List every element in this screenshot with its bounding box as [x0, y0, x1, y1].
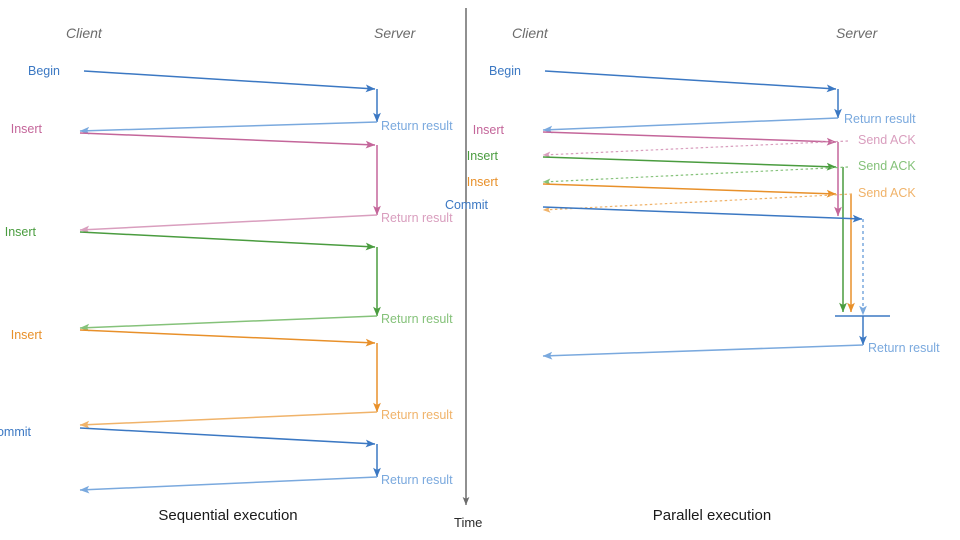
message-insert1-ack — [542, 140, 849, 158]
message-insert2-ack — [542, 166, 849, 185]
message-label-insert2-request: Insert — [5, 225, 37, 239]
message-commit-return — [542, 344, 864, 360]
lane-header-client: Client — [66, 25, 103, 41]
message-label-insert2-request: Insert — [467, 149, 499, 163]
message-label-insert1-ack: Send ACK — [858, 133, 916, 147]
message-label-insert2-ack: Send ACK — [858, 159, 916, 173]
message-insert3-request — [79, 329, 376, 347]
message-label-commit-request: Commit — [445, 198, 489, 212]
message-label-insert1-request: Insert — [11, 122, 43, 136]
lane-header-client: Client — [512, 25, 549, 41]
panel-caption: Parallel execution — [653, 507, 771, 524]
message-label-insert3-ack: Send ACK — [858, 186, 916, 200]
lane-header-server: Server — [374, 25, 417, 41]
message-insert2-request — [542, 156, 837, 171]
time-axis-label: Time — [454, 515, 482, 530]
message-insert3-return — [79, 411, 378, 429]
message-label-insert3-return: Return result — [381, 408, 453, 422]
message-insert2-request — [79, 231, 376, 251]
message-commit-request — [79, 427, 376, 448]
message-label-insert2-return: Return result — [381, 312, 453, 326]
lane-header-server: Server — [836, 25, 879, 41]
message-insert1-request — [542, 131, 837, 146]
message-label-begin-return: Return result — [844, 112, 916, 126]
message-label-commit-return: Return result — [868, 341, 940, 355]
message-label-insert3-request: Insert — [467, 175, 499, 189]
message-begin-return — [542, 117, 839, 134]
message-label-insert1-return: Return result — [381, 211, 453, 225]
message-insert1-request — [79, 132, 376, 149]
message-insert1-return — [79, 214, 378, 234]
message-insert3-request — [542, 183, 837, 198]
panel-caption: Sequential execution — [158, 507, 297, 524]
message-begin-request — [83, 70, 376, 93]
message-label-begin-return: Return result — [381, 119, 453, 133]
message-label-begin-request: Begin — [489, 64, 521, 78]
message-commit-return — [79, 476, 378, 494]
message-insert3-ack — [542, 193, 853, 213]
message-label-insert3-request: Insert — [11, 328, 43, 342]
message-label-commit-return: Return result — [381, 473, 453, 487]
message-begin-request — [544, 70, 837, 93]
message-commit-request — [542, 206, 863, 223]
message-label-begin-request: Begin — [28, 64, 60, 78]
message-insert2-return — [79, 315, 378, 332]
message-label-commit-request: Commit — [0, 425, 32, 439]
message-label-insert1-request: Insert — [473, 123, 505, 137]
message-begin-return — [79, 121, 378, 135]
